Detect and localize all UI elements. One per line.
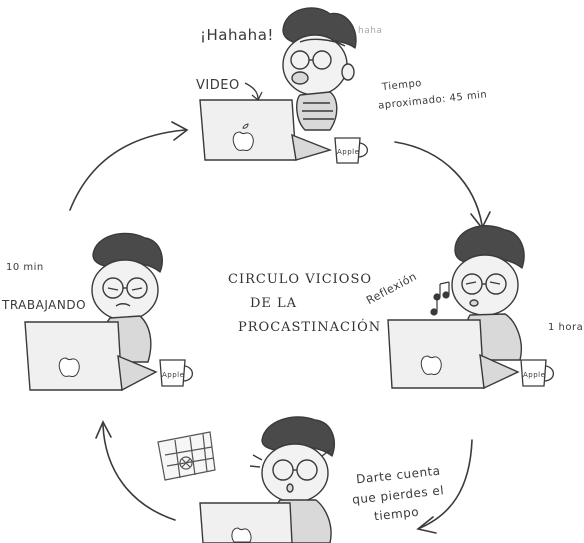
calendar-icon [157, 431, 216, 481]
mug-text-left: Apple [162, 371, 185, 379]
right-time-note: 1 hora [548, 322, 584, 333]
arrow-right-to-bottom-head [416, 516, 437, 534]
small-pointer-arrow [244, 82, 263, 102]
left-mug [159, 359, 194, 387]
right-laptop [387, 319, 520, 390]
apple-logo-icon [231, 527, 252, 543]
mug-text-top: Apple [337, 148, 360, 156]
apple-logo-icon [232, 123, 254, 151]
cycle-arrows [69, 121, 491, 534]
bottom-face [261, 443, 329, 503]
top-ear [341, 63, 355, 81]
bottom-laptop [199, 502, 293, 543]
center-title: Circulo vicioso de la Procastinación [228, 268, 388, 340]
top-shout-text: ¡Hahaha! [200, 26, 274, 44]
arrow-left-to-top [69, 129, 186, 211]
top-laugh-small-text: haha [358, 26, 383, 36]
right-mug [520, 359, 555, 387]
arrow-left-to-top-head [171, 121, 189, 141]
left-laptop [24, 321, 158, 392]
center-title-line1: Circulo vicioso [228, 272, 373, 287]
top-mouth [291, 71, 309, 85]
arrow-bottom-to-left-head [95, 420, 112, 439]
arrow-bottom-to-left [102, 424, 176, 521]
music-notes-icon [430, 281, 450, 316]
top-mug [334, 137, 369, 164]
apple-logo-icon [58, 357, 80, 377]
left-face [91, 259, 159, 321]
mug-text-right: Apple [523, 371, 546, 379]
left-time-note: 10 min [6, 262, 44, 273]
top-laptop [199, 99, 333, 161]
center-title-line2: de la [250, 296, 298, 311]
apple-logo-icon [420, 355, 442, 375]
arrow-right-to-bottom [419, 439, 473, 529]
arrow-top-to-right [394, 141, 483, 226]
top-character-laughing [282, 7, 357, 131]
center-title-line3: Procastinación [238, 320, 382, 335]
top-video-label: Video [196, 78, 240, 93]
left-character-working [91, 232, 163, 363]
left-working-label: Trabajando [2, 298, 87, 312]
